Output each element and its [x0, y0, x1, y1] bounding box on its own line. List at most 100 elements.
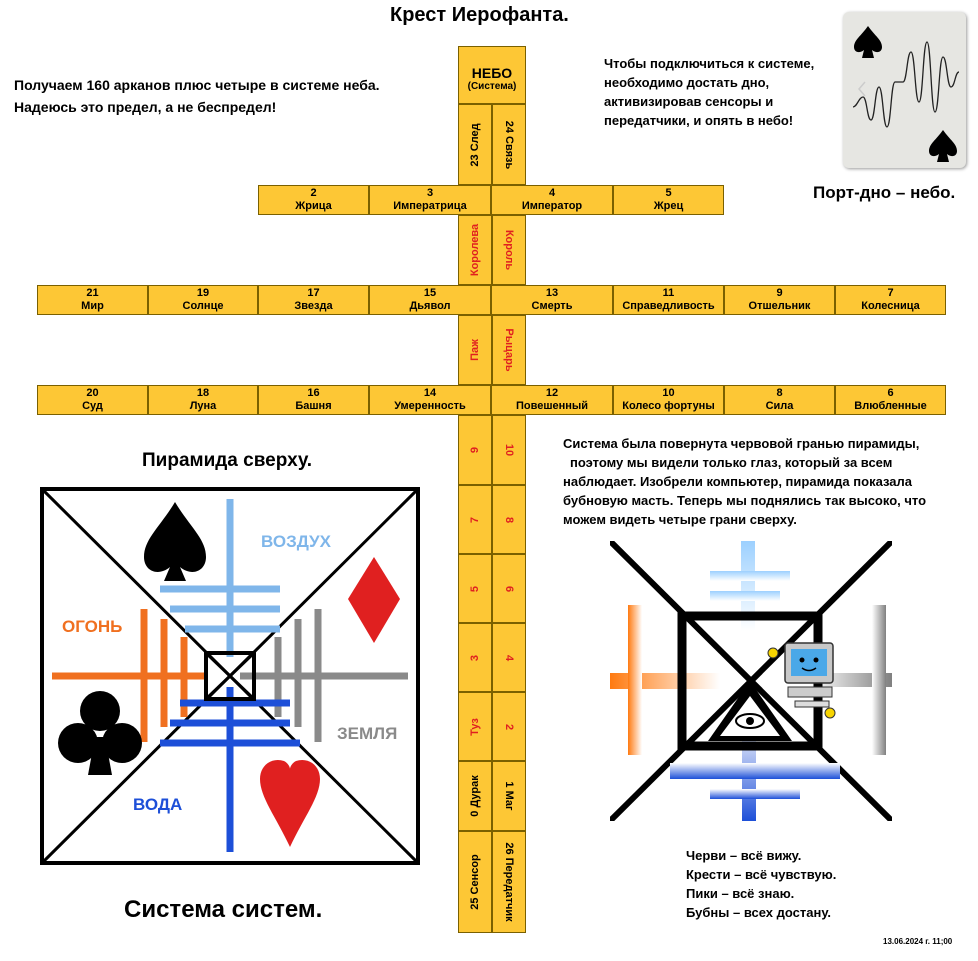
- minor-cell-7: 7: [458, 485, 492, 554]
- cell-label: Королева: [469, 223, 481, 277]
- nebo-subtitle: (Система): [467, 81, 517, 92]
- intro-line-1: Получаем 160 арканов плюс четыре в систе…: [14, 77, 380, 93]
- system-of-systems-label: Система систем.: [124, 896, 323, 923]
- fire-cross: [610, 605, 720, 755]
- arcana-number: 20: [86, 387, 99, 399]
- spade-icon: [929, 130, 957, 162]
- computer-mascot-icon: [767, 642, 836, 719]
- cell-label: 4: [503, 654, 515, 661]
- water-label: ВОДА: [133, 795, 183, 814]
- pyramid-top-label: Пирамида сверху.: [142, 450, 313, 471]
- arcana-number: 8: [776, 387, 783, 399]
- minor-cell-10: 10: [492, 415, 526, 485]
- arcana-number: 9: [776, 287, 783, 299]
- pyramid-diagram: [40, 487, 420, 865]
- cell-23-trace: 23 След: [458, 104, 492, 185]
- pyramid-computer-diagram: [610, 541, 892, 821]
- earth-label: ЗЕМЛЯ: [337, 724, 398, 743]
- minor-cell-4: 4: [492, 623, 526, 692]
- minor-cell-2: 2: [492, 692, 526, 761]
- air-cross: [160, 499, 280, 657]
- cell-king: Король: [492, 215, 526, 285]
- arcana-name: Жрец: [653, 200, 684, 212]
- connect-line-4: передатчики, и опять в небо!: [604, 113, 794, 128]
- intro-line-2: Надеюсь это предел, а не беспредел!: [14, 99, 277, 115]
- suits-line-1: Черви – всё вижу.: [686, 848, 802, 863]
- port-text: Порт-дно – небо.: [813, 183, 956, 202]
- system-line-3: наблюдает. Изобрели компьютер, пирамида …: [563, 474, 912, 489]
- arcana-name: Императрица: [393, 200, 467, 212]
- air-label: ВОЗДУХ: [261, 532, 331, 551]
- arcana-name: Отшельник: [748, 300, 811, 312]
- arcana-number: 3: [426, 187, 434, 199]
- nebo-cell: НЕБО (Система): [458, 46, 526, 104]
- minor-cell-3: 3: [458, 623, 492, 692]
- arcana-name: Умеренность: [394, 400, 466, 412]
- connect-line-3: активизировав сенсоры и: [604, 94, 774, 109]
- suits-line-4: Бубны – всех достану.: [686, 905, 832, 920]
- arcana-name: Звезда: [294, 300, 333, 312]
- cell-knight: Рыцарь: [492, 315, 526, 385]
- date-stamp: 13.06.2024 г. 11;00: [883, 937, 953, 946]
- cell-label: 7: [469, 516, 481, 523]
- cell-1-magician: 1 Маг: [492, 761, 526, 831]
- arcana-number: 5: [665, 187, 672, 199]
- cell-label: Рыцарь: [503, 328, 515, 372]
- arcana-name: Жрица: [295, 200, 332, 212]
- arcana-name: Повешенный: [515, 400, 589, 412]
- fire-cross: [52, 609, 205, 742]
- spade-card-graphic: [852, 26, 960, 162]
- heart-icon: [260, 759, 320, 847]
- cell-label: 2: [503, 723, 515, 730]
- minor-cell-5: 5: [458, 554, 492, 623]
- arcana-number: 2: [310, 187, 317, 199]
- spade-icon: [144, 502, 206, 581]
- connect-line-1: Чтобы подключиться к системе,: [604, 56, 815, 71]
- page-title: Крест Иерофанта.: [390, 4, 569, 26]
- cell-label: 24 Связь: [503, 120, 515, 169]
- arcana-number: 14: [423, 387, 437, 399]
- cell-label: Король: [503, 229, 515, 271]
- arcana-number: 15: [423, 287, 437, 299]
- arcana-number: 13: [545, 287, 559, 299]
- minor-cell-6: 6: [492, 554, 526, 623]
- all-seeing-eye-icon: [708, 681, 792, 741]
- cell-label: 8: [503, 516, 515, 523]
- system-line-4: бубновую масть. Теперь мы поднялись так …: [563, 493, 927, 508]
- club-icon: [58, 691, 142, 775]
- cell-label: 0 Дурак: [469, 775, 481, 817]
- cell-label: 25 Сенсор: [469, 854, 481, 910]
- cell-page: Паж: [458, 315, 492, 385]
- arcana-number: 6: [887, 387, 894, 399]
- cell-0-fool: 0 Дурак: [458, 761, 492, 831]
- connect-text: Чтобы подключиться к системе, необходимо…: [604, 54, 814, 130]
- cell-label: 10: [503, 443, 515, 457]
- fire-label: ОГОНЬ: [62, 617, 123, 636]
- arcana-number: 18: [196, 387, 210, 399]
- arcana-name: Влюбленные: [854, 400, 927, 412]
- minor-cell-ace: Туз: [458, 692, 492, 761]
- arcana-name: Колесо фортуны: [622, 400, 715, 412]
- cell-label: 23 След: [469, 122, 481, 167]
- suits-line-2: Крести – всё чувствую.: [686, 867, 837, 882]
- arcana-name: Смерть: [531, 300, 573, 312]
- cell-label: 5: [469, 585, 481, 592]
- arcana-number: 19: [196, 287, 210, 299]
- system-line-2: поэтому мы видели только глаз, который з…: [570, 455, 893, 470]
- cell-label: 3: [469, 654, 481, 661]
- arcana-name: Башня: [295, 400, 332, 412]
- suits-line-3: Пики – всё знаю.: [686, 886, 795, 901]
- arcana-name: Справедливость: [622, 300, 715, 312]
